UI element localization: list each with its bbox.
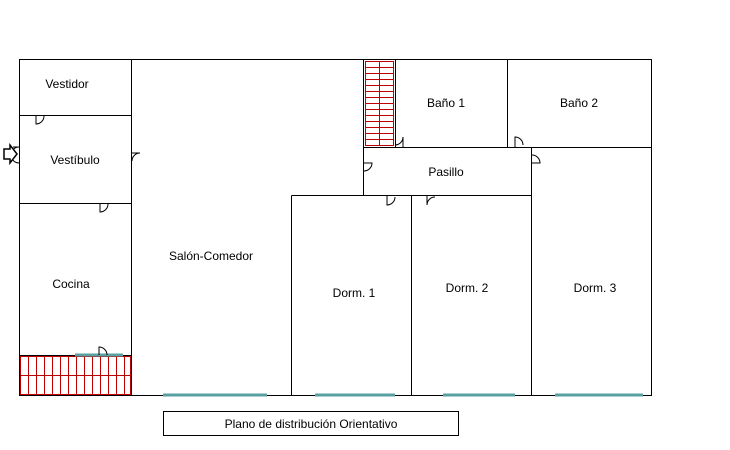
room-label-bano1: Baño 1 (427, 96, 465, 110)
door-bano2 (514, 136, 524, 147)
door-vestibulo-salon (131, 152, 141, 162)
caption-text: Plano de distribución Orientativo (225, 417, 398, 431)
door-dorm2 (426, 195, 436, 206)
room-label-bano2: Baño 2 (560, 96, 598, 110)
caption-box (163, 411, 459, 436)
door-pasillo-salon (363, 162, 373, 172)
outer-wall (19, 59, 652, 396)
stairs-lower (20, 356, 131, 395)
door-dorm1 (386, 195, 396, 206)
room-label-salon: Salón-Comedor (169, 249, 253, 263)
door-vestidor (35, 115, 45, 125)
door-vestibulo-cocina (99, 203, 109, 213)
room-label-dorm2: Dorm. 2 (446, 281, 489, 295)
room-label-vestibulo: Vestíbulo (50, 153, 100, 167)
room-label-vestidor: Vestidor (45, 77, 88, 91)
room-label-dorm1: Dorm. 1 (333, 286, 376, 300)
door-cocina-stairs (98, 346, 108, 356)
room-label-pasillo: Pasillo (428, 165, 464, 179)
stairs-upper (365, 61, 394, 146)
door-dorm3 (531, 154, 541, 164)
entrance-arrow-icon (3, 142, 18, 166)
door-bano1 (394, 136, 404, 147)
room-label-cocina: Cocina (52, 277, 90, 291)
room-label-dorm3: Dorm. 3 (574, 281, 617, 295)
